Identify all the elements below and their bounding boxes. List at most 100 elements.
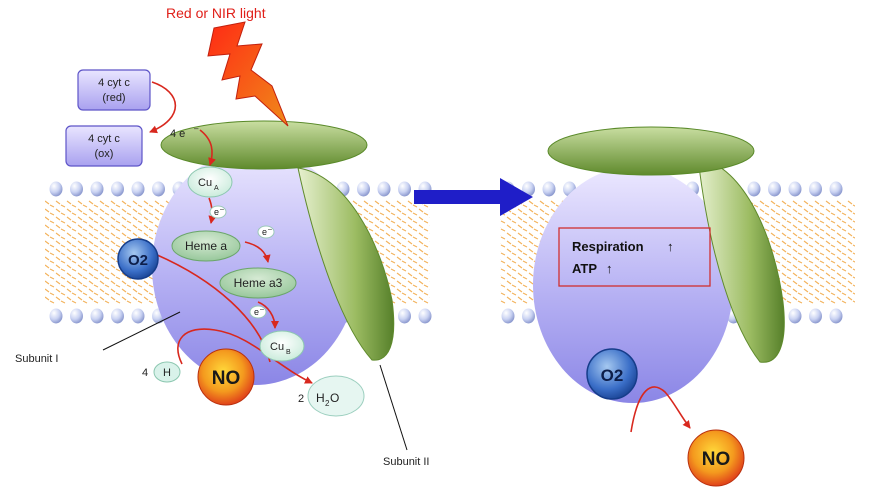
cytc-arrow (149, 81, 177, 134)
electron-3-label: e (254, 307, 259, 317)
proton-coefficient: 4 (142, 367, 148, 379)
subunit-two-lid-right (547, 126, 755, 176)
lipid-head-bead (398, 181, 411, 197)
atp-up-arrow: ↑ (606, 261, 613, 276)
subunit-two-leader (379, 364, 408, 451)
respiration-up-arrow: ↑ (667, 239, 674, 254)
heme-a3: Heme a3 (219, 267, 297, 299)
lipid-head-bead (49, 181, 63, 197)
lipid-head-bead (788, 181, 802, 197)
cytc-oxidized-label-2: (ox) (95, 148, 114, 160)
lipid-head-bead (131, 308, 145, 324)
electron-2-sup: – (268, 226, 272, 233)
electron-2-shape (257, 225, 275, 239)
o2-left-shape (117, 238, 159, 280)
lipid-head-bead (111, 181, 124, 197)
lipid-head-bead (788, 308, 802, 324)
water-coefficient: 2 (298, 393, 304, 405)
subunit-one-label: Subunit I (15, 353, 58, 365)
lipid-head-bead (90, 181, 104, 197)
arrow-to-heme-a3 (244, 241, 271, 263)
electron-1: e – (209, 205, 227, 219)
cytc-reduced-label-1: 4 cyt c (98, 77, 130, 89)
electron-1-label: e (214, 207, 219, 217)
cytc-oxidized-box: 4 cyt c (ox) (65, 125, 143, 167)
cub-label: Cu (270, 341, 284, 353)
lipid-head-bead (768, 181, 781, 197)
electron-3-sup: – (260, 306, 264, 313)
electron-four-sup: – (194, 124, 199, 133)
arrow-to-cub (257, 301, 279, 329)
no-molecule-left: NO (197, 348, 255, 406)
o2-left-label: O2 (128, 252, 148, 269)
lipid-head-bead (829, 181, 843, 197)
lipid-head-bead (49, 308, 63, 324)
lipid-head-bead (357, 181, 370, 197)
cub-subscript: B (286, 349, 291, 356)
cytc-reduced-box: 4 cyt c (red) (77, 69, 151, 111)
lipid-head-bead (70, 181, 83, 197)
subunit-one-body (152, 149, 358, 385)
cytc-oxidized-shape (65, 125, 143, 167)
light-label: Red or NIR light (166, 5, 266, 21)
o2-molecule-right: O2 (586, 348, 638, 400)
lipid-head-bead (747, 181, 761, 197)
o2-right-shape (586, 348, 638, 400)
lipid-head-bead (111, 308, 124, 324)
lipid-head-bead (398, 308, 411, 324)
subunit-two-lid (160, 120, 368, 170)
lipid-head-bead (418, 308, 432, 324)
electron-1-shape (209, 205, 227, 219)
proton-shape (153, 361, 181, 383)
electron-1-sup: – (220, 206, 224, 213)
no-right-shape (687, 429, 745, 487)
subunit-two-body-right (697, 157, 785, 363)
proton-pathway (177, 328, 313, 384)
result-box-frame (558, 227, 711, 287)
o2-right-label: O2 (601, 366, 624, 385)
electron-four: 4 e – (170, 124, 199, 140)
heme-a3-label: Heme a3 (234, 276, 283, 290)
water-output: 2 H 2 O (298, 375, 365, 417)
lipid-head-bead (809, 308, 822, 324)
no-right-label: NO (702, 449, 731, 470)
electron-2-label: e (262, 227, 267, 237)
water-shape (307, 375, 365, 417)
electron-3-shape (249, 305, 267, 319)
electron-four-label: 4 e (170, 128, 185, 140)
proton-input: 4 H (142, 361, 181, 383)
cub-center: Cu B (259, 330, 305, 362)
heme-a-label: Heme a (185, 239, 227, 253)
no-left-shape (197, 348, 255, 406)
no-release-arrow (630, 386, 691, 433)
subunit-one-body-right (533, 167, 733, 403)
proton-label: H (163, 367, 171, 379)
lipid-head-bead (829, 308, 843, 324)
lipid-head-bead (152, 181, 165, 197)
subunit-one-leader (102, 311, 181, 351)
subunit-two-body (297, 167, 395, 361)
atp-label: ATP (572, 261, 597, 276)
transition-arrow-icon (414, 178, 533, 216)
respiration-label: Respiration (572, 239, 644, 254)
cub-shape (259, 330, 305, 362)
water-sub: 2 (325, 399, 330, 408)
cua-shape (187, 166, 233, 198)
lipid-head-bead (522, 308, 535, 324)
electron-2: e – (257, 225, 275, 239)
enzyme-right (533, 126, 785, 403)
heme-a3-shape (219, 267, 297, 299)
lightning-bolt-icon (207, 21, 289, 127)
arrow-to-cua (199, 129, 216, 166)
lipid-head-bead (377, 181, 391, 197)
lipid-head-bead (501, 308, 515, 324)
cytc-reduced-label-2: (red) (102, 92, 125, 104)
heme-a-shape (171, 230, 241, 262)
electron-3: e – (249, 305, 267, 319)
heme-a: Heme a (171, 230, 241, 262)
cua-subscript: A (214, 185, 219, 192)
lipid-head-bead (131, 181, 145, 197)
lipid-head-bead (70, 308, 83, 324)
cytc-reduced-shape (77, 69, 151, 111)
lipid-head-bead (542, 181, 556, 197)
